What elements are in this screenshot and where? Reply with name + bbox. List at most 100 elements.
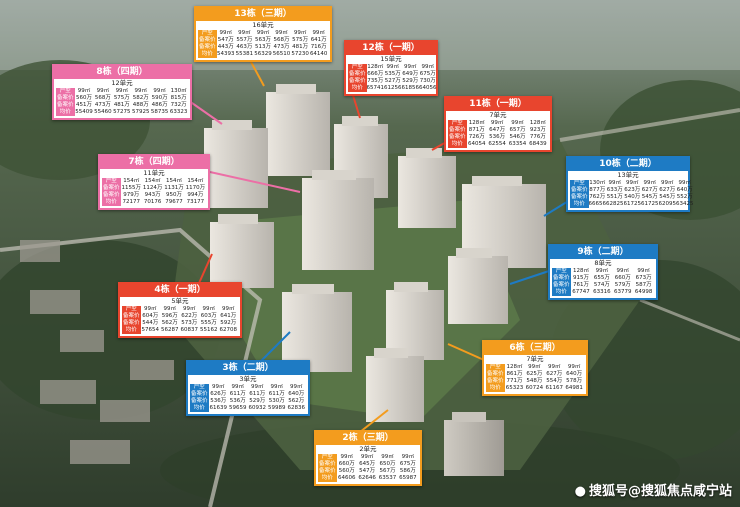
price-cell: 99㎡ bbox=[144, 306, 157, 312]
unit-count: 7单元 bbox=[489, 111, 507, 119]
price-cell: 68439 bbox=[529, 141, 547, 147]
price-cell: 99㎡ bbox=[96, 88, 110, 94]
unit-count: 15单元 bbox=[380, 55, 402, 63]
price-cell: 99㎡ bbox=[153, 88, 166, 94]
price-cell: 627万 bbox=[546, 371, 563, 377]
price-cell: 979万 bbox=[123, 192, 140, 198]
price-cell: 99㎡ bbox=[595, 268, 609, 274]
row-label: 备案价 bbox=[103, 192, 120, 198]
price-cell: 716万 bbox=[310, 44, 327, 50]
row-label: 备案价 bbox=[199, 44, 216, 50]
price-cell: 65987 bbox=[399, 475, 417, 481]
row-labels: 户型备案价备案价均价 bbox=[348, 64, 367, 92]
price-cell: 735万 bbox=[367, 78, 384, 84]
row-label: 备案价 bbox=[349, 78, 366, 84]
price-cell: 99㎡ bbox=[661, 180, 674, 186]
price-cell: 58735 bbox=[150, 109, 169, 115]
unit-count: 5单元 bbox=[171, 297, 189, 305]
price-cell: 473万 bbox=[94, 102, 111, 108]
price-cell: 544万 bbox=[142, 320, 159, 326]
unit-count: 3单元 bbox=[239, 375, 257, 383]
row-label: 户型 bbox=[105, 178, 117, 184]
building-title: 6栋（三期） bbox=[484, 342, 586, 355]
price-cell: 57230 bbox=[291, 51, 309, 57]
price-cell: 473万 bbox=[273, 44, 290, 50]
row-labels: 户型备案价备案价均价 bbox=[102, 178, 121, 206]
price-cell: 578万 bbox=[566, 378, 583, 384]
price-cell: 536万 bbox=[210, 398, 227, 404]
row-label: 备案价 bbox=[103, 185, 120, 191]
price-cell: 61639 bbox=[209, 405, 228, 411]
row-label: 均价 bbox=[573, 201, 585, 207]
price-cell: 923万 bbox=[529, 127, 546, 133]
price-cell: 871万 bbox=[468, 127, 485, 133]
price-cell: 761万 bbox=[572, 282, 589, 288]
row-label: 备案价 bbox=[319, 461, 336, 467]
price-cell: 675万 bbox=[399, 461, 416, 467]
price-cell: 626万 bbox=[210, 391, 227, 397]
price-cell: 673万 bbox=[635, 275, 652, 281]
row-labels: 户型备案价备案价均价 bbox=[56, 88, 75, 116]
price-cell: 815万 bbox=[170, 95, 187, 101]
row-labels: 户型备案价备案价均价 bbox=[122, 306, 141, 334]
row-label: 备案价 bbox=[319, 468, 336, 474]
price-cell: 551万 bbox=[606, 194, 623, 200]
price-cell: 99㎡ bbox=[290, 384, 303, 390]
price-cell: 99㎡ bbox=[340, 454, 353, 460]
price-cell: 154㎡ bbox=[165, 178, 182, 184]
building-title: 13栋（三期） bbox=[196, 8, 330, 21]
price-cell: 55409 bbox=[75, 109, 93, 115]
price-cell: 641万 bbox=[220, 313, 237, 319]
price-cell: 592万 bbox=[220, 320, 237, 326]
row-label: 均价 bbox=[125, 327, 137, 333]
unit-count: 2单元 bbox=[359, 445, 377, 453]
price-cell: 536万 bbox=[489, 134, 506, 140]
price-cell: 536万 bbox=[229, 398, 246, 404]
price-cell: 623万 bbox=[624, 187, 641, 193]
price-cell: 530万 bbox=[268, 398, 285, 404]
price-cell: 130㎡ bbox=[170, 88, 187, 94]
price-cell: 675万 bbox=[419, 71, 436, 77]
unit-count: 7单元 bbox=[526, 355, 544, 363]
price-cell: 128㎡ bbox=[572, 268, 589, 274]
price-cell: 62646 bbox=[358, 475, 376, 481]
price-cell: 582万 bbox=[132, 95, 149, 101]
price-cell: 627万 bbox=[641, 187, 658, 193]
price-cell: 545万 bbox=[641, 194, 658, 200]
price-cell: 61256 bbox=[384, 85, 402, 91]
price-cell: 481万 bbox=[292, 44, 309, 50]
price-cell: 56329 bbox=[254, 51, 272, 57]
row-label: 备案价 bbox=[449, 134, 466, 140]
row-label: 均价 bbox=[193, 405, 205, 411]
price-cell: 79677 bbox=[165, 199, 183, 205]
building-title: 8栋（四期） bbox=[54, 66, 190, 79]
price-cell: 622万 bbox=[181, 313, 198, 319]
price-cell: 99㎡ bbox=[381, 454, 394, 460]
price-cell: 99㎡ bbox=[163, 306, 177, 312]
row-label: 均价 bbox=[59, 109, 71, 115]
